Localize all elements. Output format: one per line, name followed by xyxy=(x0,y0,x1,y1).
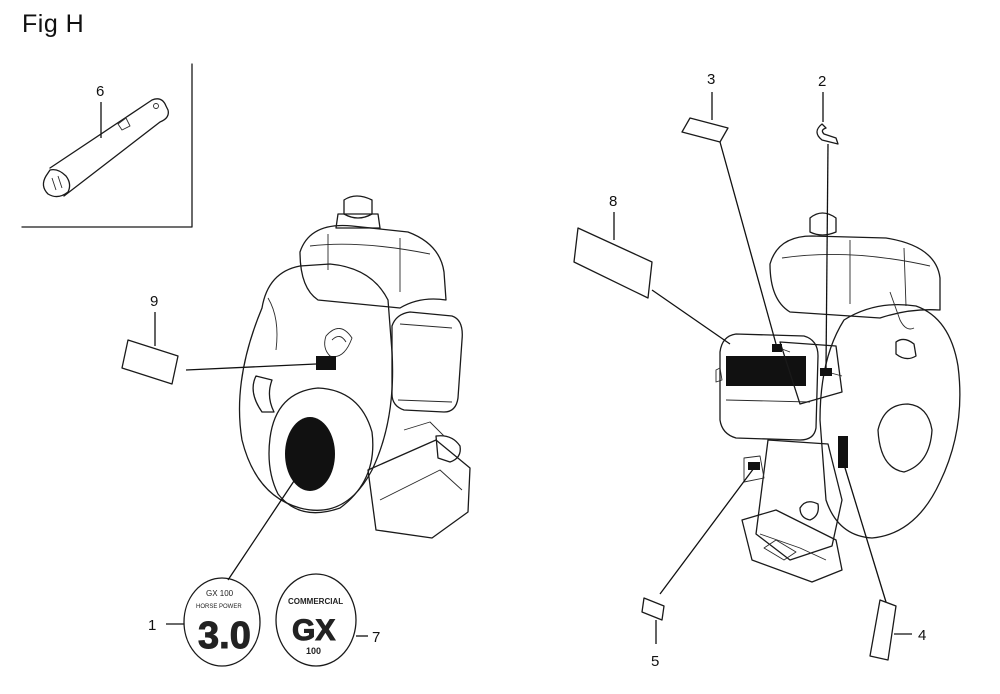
part-8-sticker[interactable] xyxy=(573,227,653,299)
engine-left xyxy=(238,195,471,539)
badge-7-line3: 100 xyxy=(306,646,321,656)
part-7-badge[interactable]: COMMERCIAL GX 100 xyxy=(275,573,357,667)
engine-right xyxy=(715,212,961,583)
callout-9: 9 xyxy=(150,293,158,310)
callout-7: 7 xyxy=(372,629,380,646)
callout-4: 4 xyxy=(918,627,926,644)
inset-frame xyxy=(21,63,193,228)
part-2-clip[interactable] xyxy=(816,123,839,145)
figure-title: Fig H xyxy=(22,10,85,38)
callout-numbers: 6 9 1 7 8 3 2 5 4 xyxy=(96,71,926,670)
part-9-sticker[interactable] xyxy=(121,339,179,385)
callout-6: 6 xyxy=(96,83,104,100)
badge-1-big: 3.0 xyxy=(198,615,251,657)
callout-2: 2 xyxy=(818,73,826,90)
callout-3: 3 xyxy=(707,71,715,88)
leader-lines xyxy=(100,92,912,644)
callout-1: 1 xyxy=(148,617,156,634)
callout-5: 5 xyxy=(651,653,659,670)
part-1-badge[interactable]: GX 100 HORSE POWER 3.0 xyxy=(183,577,261,667)
badge-1-line2: HORSE POWER xyxy=(196,604,242,610)
badge-1-line1: GX 100 xyxy=(206,589,234,598)
badge-7-line1: COMMERCIAL xyxy=(288,597,343,606)
callout-8: 8 xyxy=(609,193,617,210)
part-3-sticker[interactable] xyxy=(681,117,729,143)
part-4-strip[interactable] xyxy=(869,599,897,661)
badge-7-big: GX xyxy=(292,614,335,647)
part-6-tube-wrench[interactable] xyxy=(42,98,169,198)
part-5-sticker[interactable] xyxy=(641,597,665,621)
